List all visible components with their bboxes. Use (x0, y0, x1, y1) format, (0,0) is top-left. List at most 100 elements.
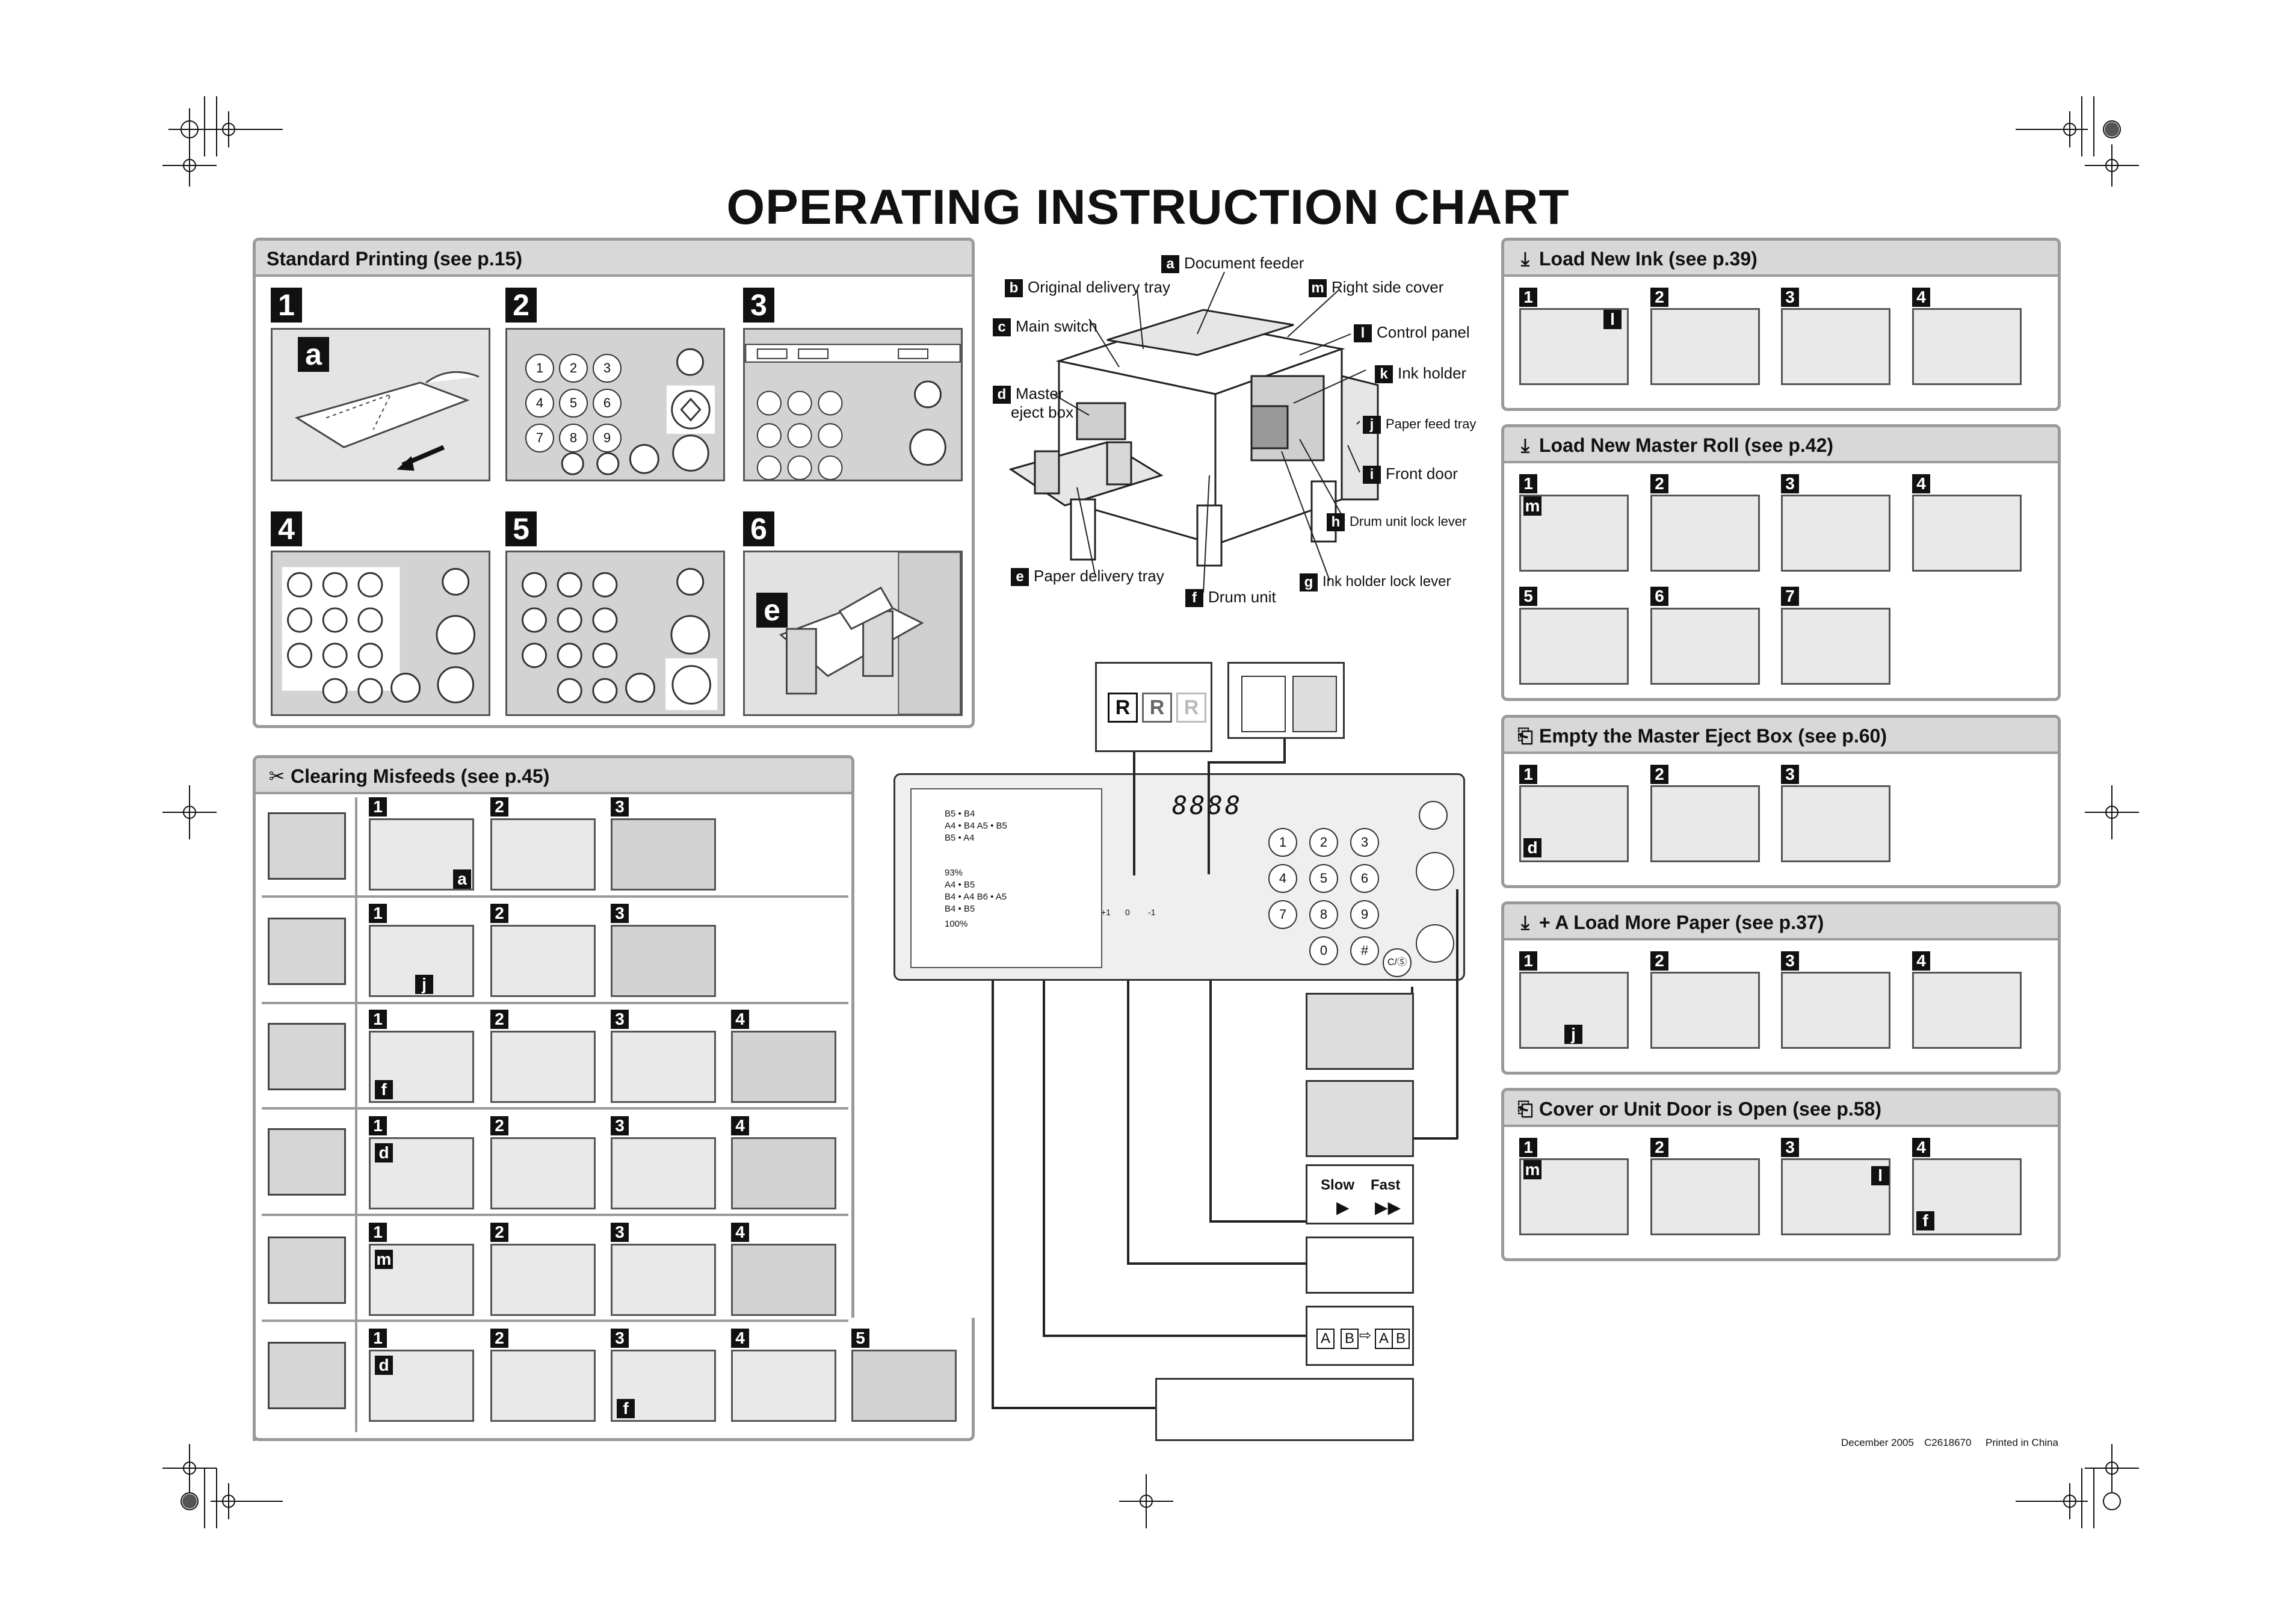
misfeed-row-6-callout-d: d (375, 1356, 393, 1375)
step-3-panel-illustration (743, 328, 963, 481)
cp-key-7[interactable]: 7 (1268, 900, 1297, 929)
misfeed-row-3-indicator (268, 1023, 346, 1090)
cp-key-clear-stop[interactable]: C/Ⓢ (1383, 948, 1412, 977)
door-callout-m: m (1523, 1160, 1541, 1179)
misfeed-row-2-indicator (268, 918, 346, 985)
callout-a: a (298, 337, 329, 372)
master-step-3: 3 (1781, 474, 1799, 493)
two-up-box: A B ⇨ A B (1306, 1306, 1414, 1366)
speed-fast-label: Fast (1371, 1177, 1401, 1193)
misfeed-row-2-step-2: 2 (490, 904, 508, 923)
misfeed-row-5-illus-4 (731, 1244, 836, 1316)
door-step-4: 4 (1912, 1138, 1930, 1157)
cp-key-2[interactable]: 2 (1309, 828, 1338, 857)
step-5-keypad-illustration (505, 551, 725, 716)
ink-step-1: 1 (1519, 288, 1537, 307)
misfeed-row-5-step-3: 3 (611, 1223, 629, 1242)
misfeed-row-3-step-2: 2 (490, 1010, 508, 1029)
master-illus-5 (1519, 608, 1629, 685)
cover-door-open-panel: ⎗Cover or Unit Door is Open (see p.58) 1… (1501, 1088, 2061, 1261)
ink-icon: ⤓ (1520, 248, 1530, 270)
cp-key-hash[interactable]: # (1350, 936, 1379, 965)
cp-proof-button[interactable] (1419, 801, 1448, 830)
load-new-ink-header: ⤓Load New Ink (see p.39) (1504, 241, 2058, 277)
cp-key-1[interactable]: 1 (1268, 828, 1297, 857)
footer-printed: Printed in China (1986, 1437, 2058, 1448)
cp-print-button[interactable] (1416, 924, 1454, 963)
cp-key-5[interactable]: 5 (1309, 864, 1338, 893)
misfeed-row-4-callout: d (375, 1143, 393, 1162)
load-more-paper-header: ⤓+ A Load More Paper (see p.37) (1504, 904, 2058, 940)
misfeed-row-3-step-4: 4 (731, 1010, 749, 1029)
misfeed-row-2-step-1: 1 (369, 904, 387, 923)
cp-key-3[interactable]: 3 (1350, 828, 1379, 857)
cover-door-open-header: ⎗Cover or Unit Door is Open (see p.58) (1504, 1091, 2058, 1127)
step-6-number: 6 (743, 511, 774, 546)
paper-icon: ⤓ (1520, 912, 1530, 933)
paper-step-4: 4 (1912, 951, 1930, 971)
step-1-number: 1 (271, 288, 302, 323)
density-plus: +1 (1101, 907, 1111, 917)
step-4-keypad-illustration (271, 551, 490, 716)
master-illus-6 (1650, 608, 1760, 685)
callout-e: e (756, 593, 788, 628)
key-5: 5 (559, 389, 588, 418)
eject-illus-2 (1650, 785, 1760, 862)
standard-printing-panel: Standard Printing (see p.15) 1 2 3 4 5 6… (253, 238, 975, 728)
control-panel: B5 • B4 A4 • B4 A5 • B5 B5 • A4 93% A4 •… (893, 773, 1465, 981)
misfeed-row-3-illus-2 (490, 1031, 596, 1103)
misfeed-row-6-illus-5 (851, 1350, 957, 1422)
misfeed-row-5-step-1: 1 (369, 1223, 387, 1242)
eject-callout: d (1523, 838, 1541, 857)
cp-key-9[interactable]: 9 (1350, 900, 1379, 929)
paper-step-3: 3 (1781, 951, 1799, 971)
size-line-2: A4 • B4 A5 • B5 (945, 821, 1007, 831)
misfeed-row-6-illus-2 (490, 1350, 596, 1422)
ab-a1: A (1316, 1329, 1335, 1349)
eject-illus-1 (1519, 785, 1629, 862)
misfeed-row-3-step-3: 3 (611, 1010, 629, 1029)
empty-master-eject-box-header: ⎗Empty the Master Eject Box (see p.60) (1504, 718, 2058, 754)
misfeed-row-4-step-1: 1 (369, 1116, 387, 1135)
density-minus: -1 (1148, 907, 1156, 917)
original-type-box (1227, 662, 1345, 739)
combine-box (1306, 1237, 1414, 1294)
r-letter-3: R (1176, 693, 1206, 723)
master-step-6: 6 (1650, 587, 1668, 606)
misfeed-row-4-illus-4 (731, 1137, 836, 1209)
misfeed-row-6-illus-4 (731, 1350, 836, 1422)
cp-key-8[interactable]: 8 (1309, 900, 1338, 929)
key-6: 6 (593, 389, 622, 418)
misfeed-row-1-illus-2 (490, 818, 596, 891)
size-line-1: B5 • B4 (945, 809, 975, 819)
size-line-8: 100% (945, 919, 968, 929)
step-2-keypad-illustration: 1 2 3 4 5 6 7 8 9 (505, 328, 725, 481)
misfeed-row-4-illus-3 (611, 1137, 716, 1209)
misfeed-row-6-step-2: 2 (490, 1329, 508, 1348)
footer-code: C2618670 (1924, 1437, 1972, 1448)
key-3: 3 (593, 354, 622, 383)
ink-step-3: 3 (1781, 288, 1799, 307)
load-new-master-roll-header: ⤓Load New Master Roll (see p.42) (1504, 427, 2058, 463)
paper-illus-3 (1781, 972, 1890, 1049)
paper-callout: j (1564, 1025, 1582, 1044)
load-new-ink-panel: ⤓Load New Ink (see p.39) 1 2 3 4 l (1501, 238, 2061, 411)
misfeed-row-2-illus-3 (611, 925, 716, 997)
master-step-1: 1 (1519, 474, 1537, 493)
master-illus-3 (1781, 495, 1890, 572)
eject-box-icon: ⎗ (1517, 725, 1533, 747)
misfeed-row-3-callout: f (375, 1080, 393, 1099)
cp-key-4[interactable]: 4 (1268, 864, 1297, 893)
cp-start-button[interactable] (1416, 852, 1454, 891)
ink-callout: l (1603, 310, 1622, 329)
ab-b2: B (1392, 1329, 1410, 1349)
key-8: 8 (559, 424, 588, 452)
reprint-box: R R R (1095, 662, 1212, 752)
cp-key-0[interactable]: 0 (1309, 936, 1338, 965)
cp-key-6[interactable]: 6 (1350, 864, 1379, 893)
door-callout-f: f (1916, 1211, 1934, 1230)
master-step-5: 5 (1519, 587, 1537, 606)
slow-icon: ▶ (1336, 1198, 1350, 1217)
